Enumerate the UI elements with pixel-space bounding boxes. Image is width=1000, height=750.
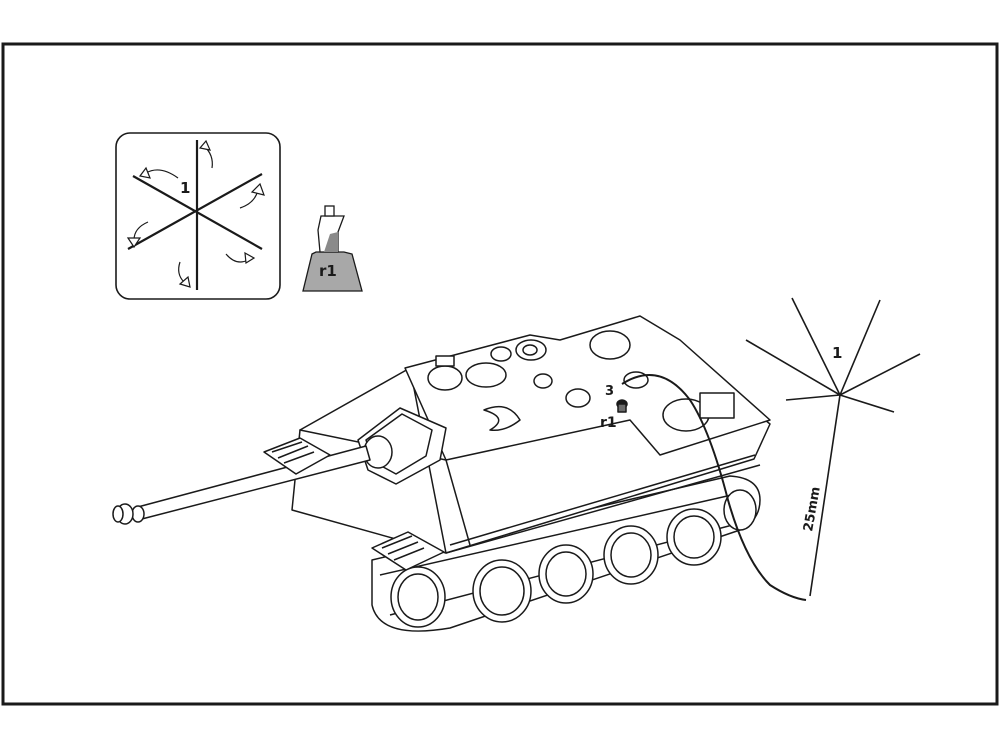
resin-part-r1: r1 xyxy=(302,205,363,292)
resin-base xyxy=(302,251,363,292)
antenna-cable xyxy=(621,374,807,601)
resin-mount-shade xyxy=(324,232,338,252)
road-wheels xyxy=(390,489,757,628)
deck-hatches xyxy=(427,330,735,432)
detail-part-number: 1 xyxy=(180,179,190,197)
resin-callout: r1 xyxy=(600,415,617,431)
antenna-star xyxy=(745,297,921,597)
rotation-arrows xyxy=(126,139,265,288)
rear-mudguard xyxy=(371,531,445,571)
resin-part-label: r1 xyxy=(319,262,337,280)
track-assembly xyxy=(371,475,761,632)
resin-stub xyxy=(324,205,335,217)
front-mudguard xyxy=(263,437,331,475)
antenna-detail-box: 1 xyxy=(115,132,281,300)
tank-destroyer-drawing xyxy=(112,315,807,632)
gun-mantlet xyxy=(357,407,447,485)
part-number-callout: 3 xyxy=(605,384,614,399)
antenna-part-number: 1 xyxy=(832,344,842,362)
antenna-star-lines xyxy=(127,140,263,290)
page-frame xyxy=(1,42,999,706)
